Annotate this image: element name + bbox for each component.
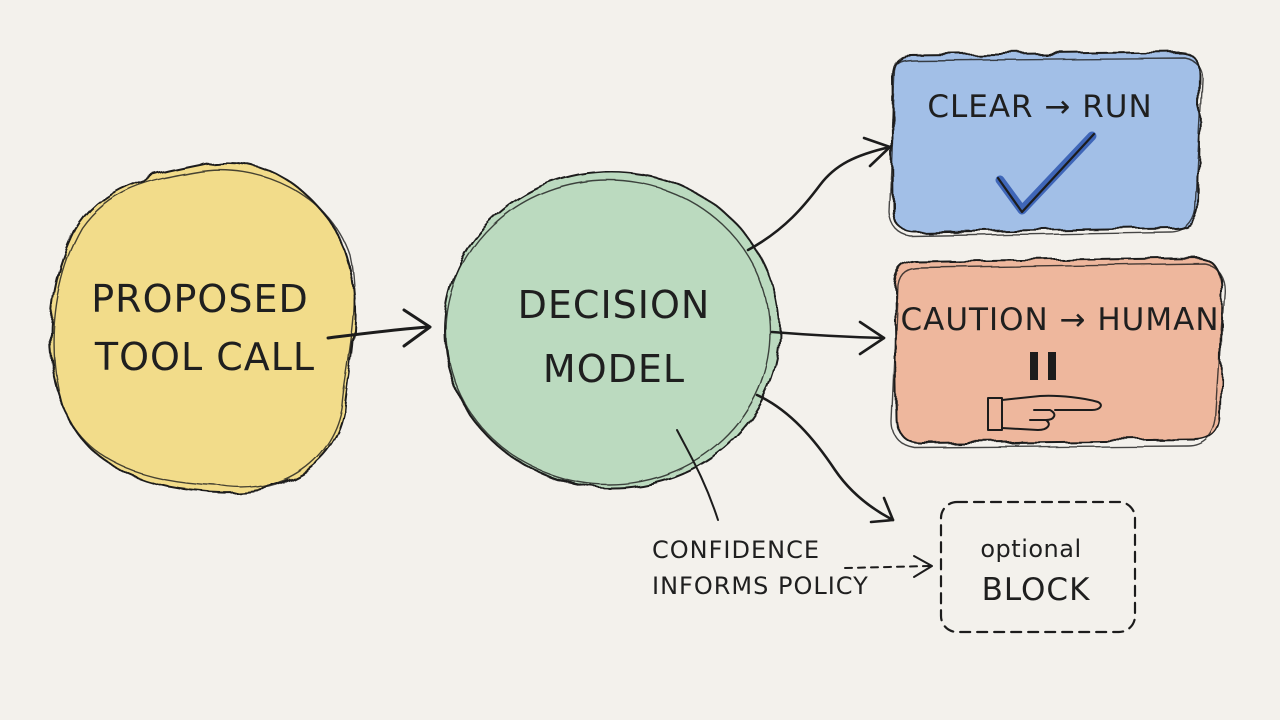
decision-circle-fill — [444, 172, 780, 488]
block-label-line2: BLOCK — [982, 572, 1091, 608]
node-caution-human: CAUTION → HUMAN — [891, 257, 1225, 449]
arrow-decision-to-clear — [746, 136, 892, 252]
caution-label: CAUTION → HUMAN — [900, 302, 1219, 338]
block-dashed-outline — [939, 500, 1137, 634]
decision-label-line1: DECISION — [518, 283, 711, 327]
clear-box-outline — [891, 51, 1201, 233]
proposed-blob-outline — [49, 160, 357, 494]
block-label-line1: optional — [980, 535, 1081, 563]
decision-circle-outline — [443, 171, 781, 489]
decision-circle-outline-2 — [445, 179, 771, 485]
caution-box-outline-2 — [891, 263, 1225, 449]
caution-box-fill — [895, 258, 1222, 443]
clear-label: CLEAR → RUN — [927, 89, 1152, 125]
pause-icon — [1030, 352, 1056, 380]
annotation-confidence: CONFIDENCE INFORMS POLICY — [652, 536, 869, 600]
annotation-line1: CONFIDENCE — [652, 536, 820, 564]
node-proposed-tool-call: PROPOSED TOOL CALL — [49, 160, 357, 494]
decision-label-line2: MODEL — [543, 347, 685, 391]
proposed-label-line1: PROPOSED — [91, 277, 308, 321]
pointing-hand-icon — [987, 394, 1102, 431]
node-optional-block: optional BLOCK — [939, 500, 1137, 634]
proposed-blob-fill — [50, 161, 356, 493]
annotation-pointer-line — [676, 429, 719, 521]
node-clear-run: CLEAR → RUN — [888, 51, 1203, 237]
arrow-decision-to-caution — [770, 320, 886, 356]
annotation-line2: INFORMS POLICY — [652, 572, 869, 600]
proposed-label-line2: TOOL CALL — [94, 335, 315, 379]
arrow-proposed-to-decision — [326, 308, 432, 348]
arrow-annotation-to-block — [844, 555, 933, 578]
checkmark-icon — [995, 131, 1097, 215]
clear-box-outline-2 — [888, 57, 1203, 237]
node-decision-model: DECISION MODEL — [443, 171, 781, 489]
clear-box-fill — [892, 52, 1200, 232]
arrow-decision-to-block — [755, 393, 895, 524]
proposed-blob-outline-2 — [52, 168, 355, 489]
